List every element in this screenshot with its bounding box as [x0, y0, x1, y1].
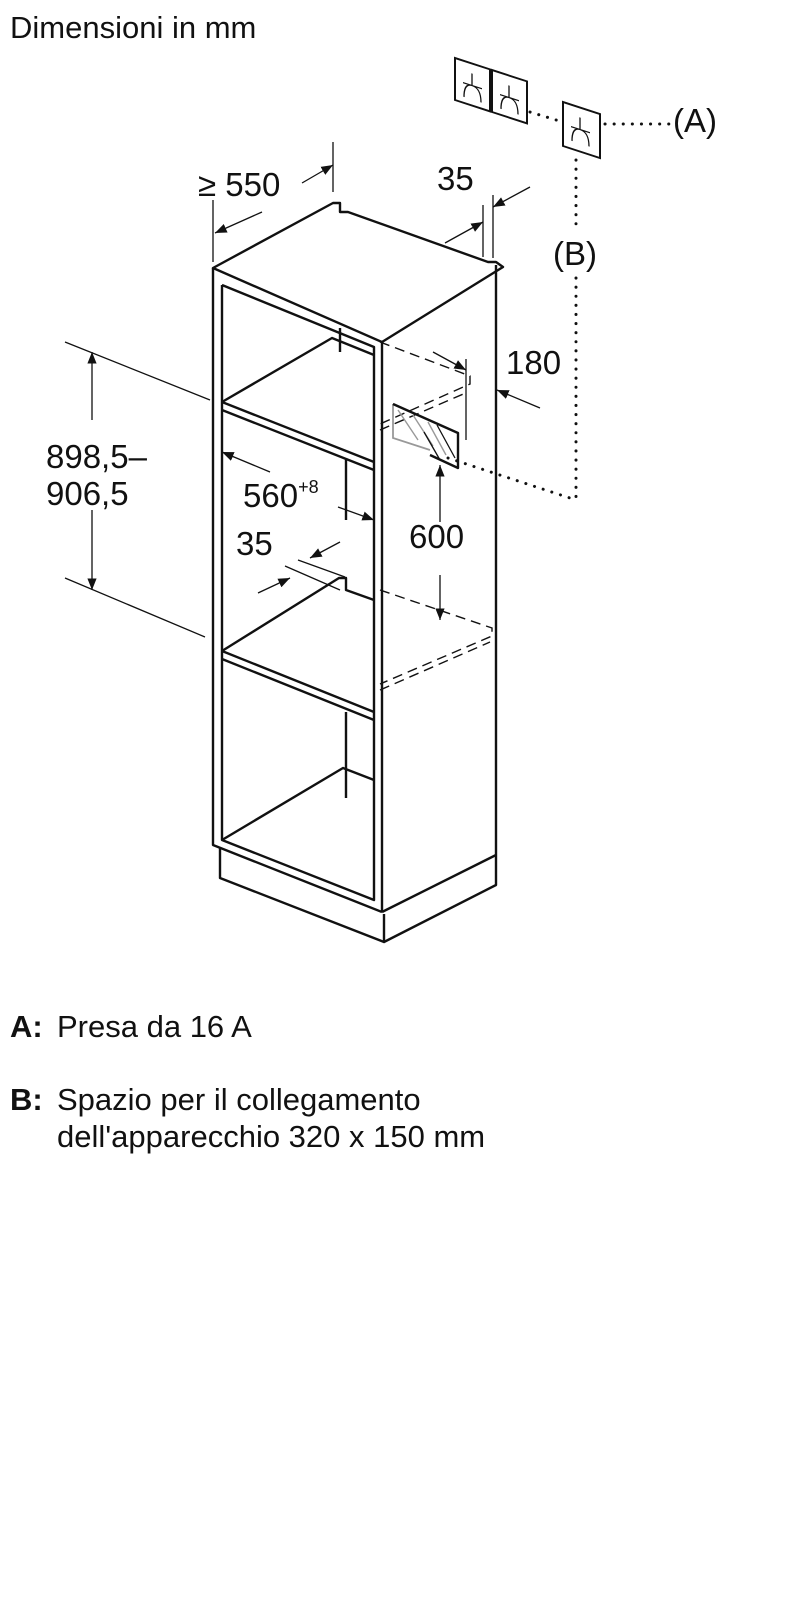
legend-text: Presa da 16 A	[57, 1009, 252, 1044]
niche-height-label-1: 898,5–	[46, 438, 148, 475]
cabinet	[211, 201, 505, 944]
socket-offset-label: 180	[506, 344, 561, 381]
page-title: Dimensioni in mm	[10, 10, 256, 45]
back-gap-shelf-label: 35	[236, 525, 273, 562]
legend-key: A:	[10, 1009, 43, 1044]
shelf-to-socket-label: 600	[409, 518, 464, 555]
socket-icon-connection	[562, 100, 601, 160]
callout-b: (B)	[553, 235, 597, 272]
socket-icon	[454, 56, 528, 125]
depth-min-label: ≥ 550	[198, 166, 280, 203]
dimension-lines	[64, 110, 672, 638]
niche-width-label: 560+8	[243, 477, 319, 514]
legend-key: B:	[10, 1082, 43, 1117]
legend-item-a: A: Presa da 16 A	[10, 1008, 252, 1045]
back-gap-top-label: 35	[437, 160, 474, 197]
callout-a: (A)	[673, 102, 717, 139]
installation-diagram: Dimensioni in mm	[10, 10, 717, 944]
legend-item-b: B: Spazio per il collegamento dell'appare…	[10, 1081, 485, 1155]
legend-text: dell'apparecchio 320 x 150 mm	[57, 1119, 486, 1154]
legend-text: Spazio per il collegamento	[57, 1082, 421, 1117]
niche-height-label-2: 906,5	[46, 475, 129, 512]
